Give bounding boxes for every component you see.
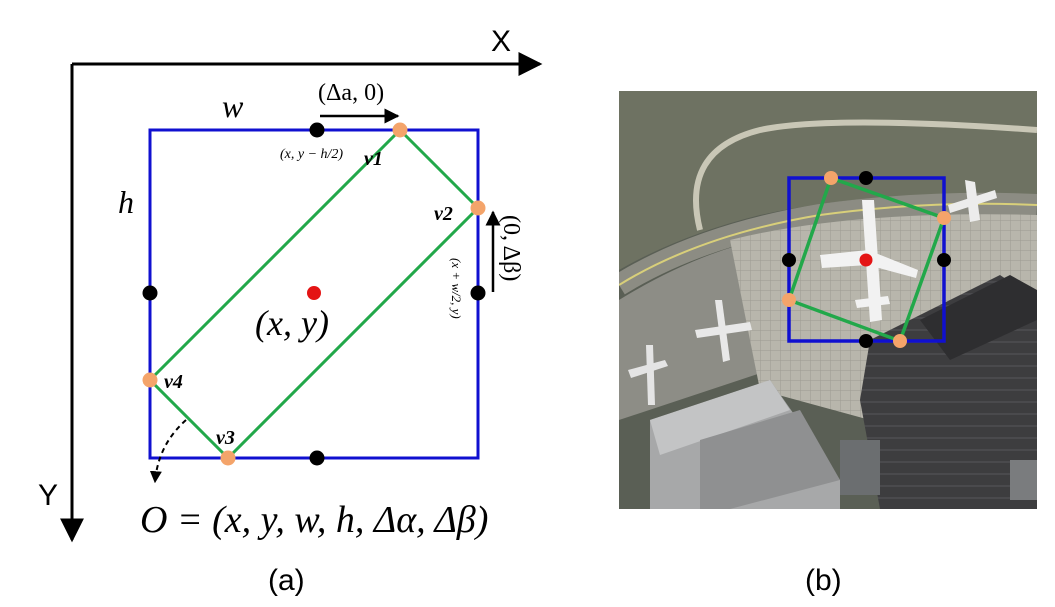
- photo-vertex-2: [937, 211, 951, 225]
- vertex-v4: [142, 372, 158, 388]
- v1-label: v1: [364, 148, 383, 170]
- v2-label: v2: [434, 203, 453, 225]
- panel-a: X Y w h (Δa, 0) (0, Δβ) (x, y − h/2) (x …: [38, 25, 543, 597]
- midpoint-bottom: [309, 450, 325, 466]
- photo-midpoint-right: [937, 253, 951, 267]
- right-mid-label: (x + w/2, y): [449, 258, 464, 319]
- center-point: [307, 286, 321, 300]
- caption-b: (b): [805, 564, 842, 597]
- origin-arrow: [149, 419, 187, 484]
- top-mid-label: (x, y − h/2): [280, 147, 343, 162]
- photo-midpoint-left: [782, 253, 796, 267]
- midpoint-top: [309, 122, 325, 138]
- midpoint-left: [142, 285, 158, 301]
- y-axis-label: Y: [38, 479, 58, 512]
- small-plane-1: [695, 300, 752, 362]
- width-label: w: [222, 88, 244, 124]
- photo-vertex-1: [824, 171, 838, 185]
- caption-a: (a): [268, 564, 305, 597]
- photo-center: [859, 253, 873, 267]
- small-plane-3: [948, 180, 997, 222]
- photo-vertex-3: [893, 334, 907, 348]
- delta-alpha-label: (Δa, 0): [318, 80, 384, 106]
- vertex-v1: [392, 122, 408, 138]
- height-label: h: [118, 184, 134, 220]
- x-axis-label: X: [491, 25, 511, 58]
- midpoint-right: [470, 285, 486, 301]
- v4-label: v4: [164, 371, 183, 393]
- photo-vertex-4: [782, 293, 796, 307]
- aerial-photo: [619, 91, 1037, 509]
- center-label: (x, y): [255, 303, 329, 343]
- formula: O = (x, y, w, h, Δα, Δβ): [140, 499, 488, 541]
- delta-beta-label: (0, Δβ): [498, 215, 524, 281]
- photo-midpoint-top: [859, 171, 873, 185]
- panel-b: (b): [619, 91, 1037, 597]
- photo-midpoint-bottom: [859, 334, 873, 348]
- v3-label: v3: [216, 427, 235, 449]
- vertex-v3: [220, 450, 236, 466]
- vertex-v2: [470, 200, 486, 216]
- small-plane-2: [628, 345, 668, 405]
